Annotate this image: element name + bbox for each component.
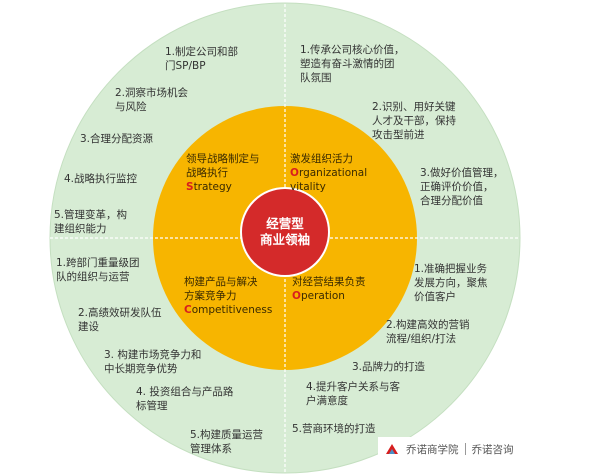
outer-tl-item-1: 1.制定公司和部 门SP/BP [165, 46, 239, 72]
outer-tr-item-3: 3.做好价值管理， 正确评价价值， 合理分配价值 [420, 167, 504, 207]
outer-tl-item-3: 3.合理分配资源 [80, 133, 154, 145]
quadrant-organizational-vitality: 激发组织活力 Organizational vitality [290, 152, 367, 194]
quadrant-strategy-key-letter: S [186, 181, 194, 193]
quadrant-strategy: 领导战略制定与 战略执行 Strategy [186, 152, 260, 194]
quadrant-operation-text: 对经营结果负责 [292, 276, 366, 288]
quadrant-competitiveness-text: 构建产品与解决 方案竞争力 [184, 276, 258, 302]
outer-br-item-1: 1.准确把握业务 发展方向，聚焦 价值客户 [414, 263, 488, 303]
brand-logo-icon [386, 444, 398, 454]
outer-bl-item-2: 2.高绩效研发队伍 建设 [78, 307, 162, 333]
brand-name-primary: 乔诺商学院 [406, 443, 459, 456]
outer-tl-item-2: 2.洞察市场机会 与风险 [115, 87, 189, 113]
outer-tl-item-5: 5.管理变革，构 建组织能力 [54, 209, 128, 235]
outer-tr-item-1: 1.传承公司核心价值， 塑造有奋斗激情的团 队氛围 [300, 44, 405, 84]
outer-bl-item-3: 3. 构建市场竞争力和 中长期竞争优势 [104, 349, 202, 375]
outer-br-item-5: 5.营商环境的打造 [292, 423, 376, 435]
outer-bl-item-4: 4. 投资组合与产品路 标管理 [136, 386, 234, 412]
center-line2: 商业领袖 [259, 232, 310, 247]
quadrant-operation-key-rest: peration [300, 290, 345, 302]
quadrant-competitiveness-key-rest: ompetitiveness [191, 304, 273, 316]
brand-name-secondary: 乔诺咨询 [471, 443, 514, 456]
outer-tl-item-4: 4.战略执行监控 [64, 173, 138, 185]
outer-bl-item-5: 5.构建质量运营 管理体系 [190, 429, 264, 455]
quadrant-strategy-text: 领导战略制定与 战略执行 [186, 153, 260, 179]
quadrant-competitiveness: 构建产品与解决 方案竞争力 Competitiveness [184, 275, 272, 317]
outer-bl-item-1: 1.跨部门重量级团 队的组织与运营 [56, 257, 140, 283]
outer-tr-item-2: 2.识别、用好关键 人才及干部，保持 攻击型前进 [372, 101, 456, 141]
center-label: 经营型 商业领袖 [247, 216, 323, 248]
brand-separator [464, 443, 466, 455]
quadrant-vitality-key-letter: O [290, 167, 299, 179]
outer-br-item-2: 2.构建高效的营销 流程/组织/打法 [386, 319, 470, 345]
center-circle [240, 187, 330, 277]
quadrant-strategy-key-rest: trategy [193, 181, 232, 193]
quadrant-vitality-key-rest: rganizational vitality [290, 167, 368, 193]
brand-watermark: 乔诺商学院 乔诺咨询 [378, 437, 520, 461]
outer-br-item-3: 3.品牌力的打造 [352, 361, 426, 373]
quadrant-vitality-text: 激发组织活力 [290, 153, 353, 165]
center-line1: 经营型 [266, 216, 304, 231]
quadrant-competitiveness-key-letter: C [184, 304, 192, 316]
quadrant-operation-key-letter: O [292, 290, 301, 302]
quadrant-operation: 对经营结果负责 Operation [292, 275, 366, 303]
outer-br-item-4: 4.提升客户关系与客 户满意度 [306, 381, 401, 407]
